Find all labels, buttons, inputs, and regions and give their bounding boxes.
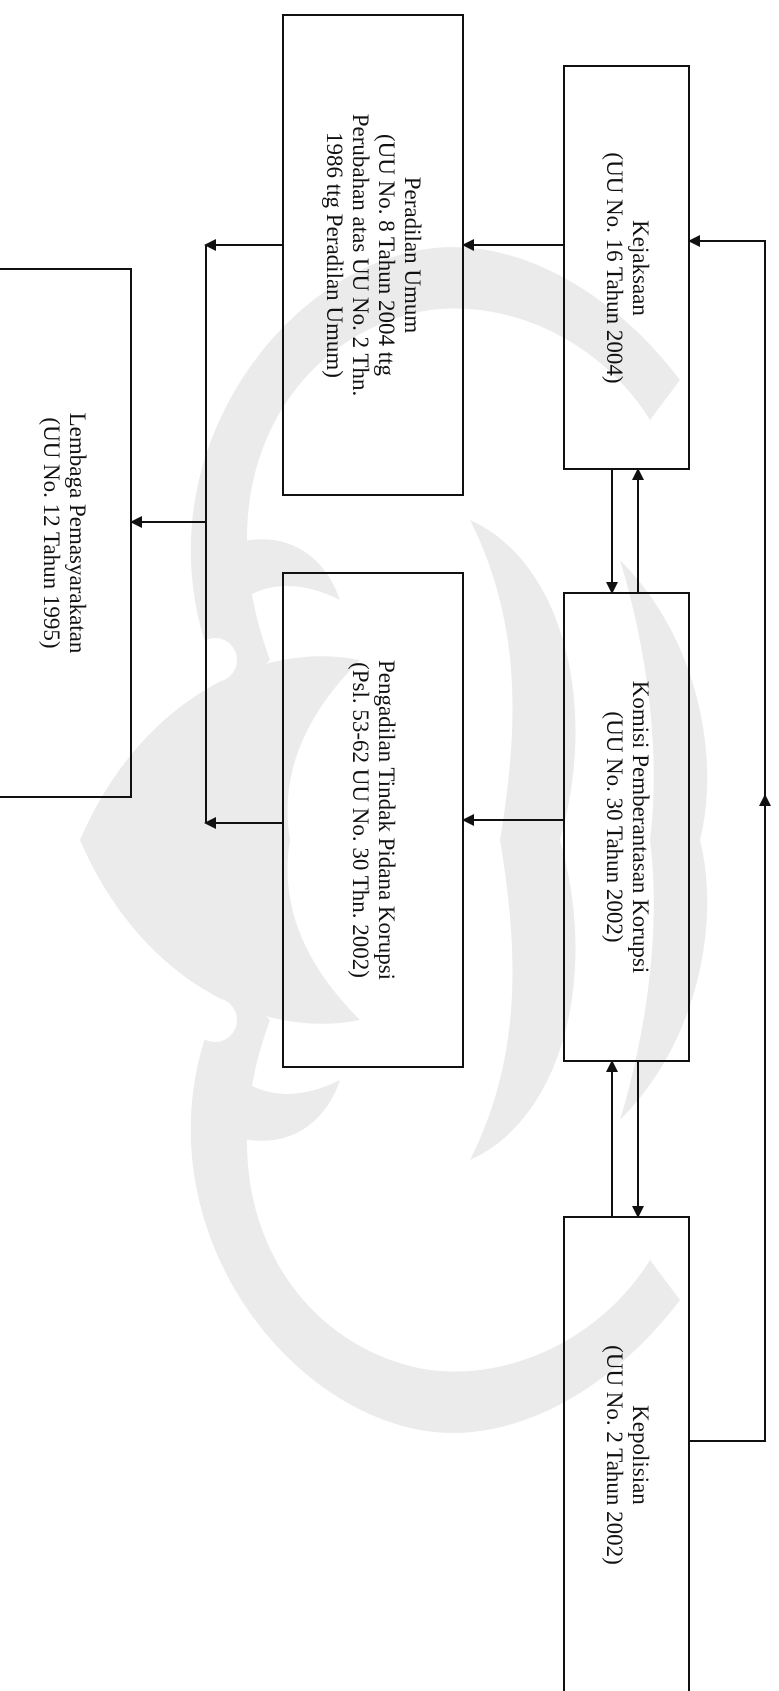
node-kejaksaan-title: Kejaksaan bbox=[627, 152, 653, 383]
node-peradilan-umum-title: Peradilan Umum bbox=[399, 114, 425, 397]
node-kepolisian: Kepolisian (UU No. 2 Tahun 2002) bbox=[563, 1216, 690, 1691]
node-lembaga-pemasyarakatan: Lembaga Pemasyarakatan (UU No. 12 Tahun … bbox=[0, 268, 132, 798]
node-kpk: Komisi Pemberantasan Korupsi (UU No. 30 … bbox=[563, 592, 690, 1062]
arrow-kepolisian-to-kejaksaan bbox=[690, 241, 765, 1441]
node-pengadilan-tipikor-title: Pengadilan Tindak Pidana Korupsi bbox=[373, 660, 399, 980]
node-peradilan-umum-law-1: (UU No. 8 Tahun 2004 ttg bbox=[373, 114, 399, 397]
node-pengadilan-tipikor-law: (Psl. 53-62 UU No. 30 Thn. 2002) bbox=[347, 660, 373, 980]
node-kpk-title: Komisi Pemberantasan Korupsi bbox=[627, 681, 653, 974]
node-kejaksaan-law: (UU No. 16 Tahun 2004) bbox=[601, 152, 627, 383]
node-kpk-law: (UU No. 30 Tahun 2002) bbox=[601, 681, 627, 974]
node-pengadilan-tipikor: Pengadilan Tindak Pidana Korupsi (Psl. 5… bbox=[282, 572, 464, 1068]
node-kepolisian-title: Kepolisian bbox=[627, 1345, 653, 1565]
node-peradilan-umum-law-3: 1986 ttg Peradilan Umum) bbox=[321, 114, 347, 397]
node-lembaga-pemasyarakatan-law: (UU No. 12 Tahun 1995) bbox=[38, 413, 64, 654]
node-peradilan-umum-law-2: Perubahan atas UU No. 2 Thn. bbox=[347, 114, 373, 397]
node-kepolisian-law: (UU No. 2 Tahun 2002) bbox=[601, 1345, 627, 1565]
node-peradilan-umum: Peradilan Umum (UU No. 8 Tahun 2004 ttg … bbox=[282, 14, 464, 496]
node-kejaksaan: Kejaksaan (UU No. 16 Tahun 2004) bbox=[563, 65, 690, 470]
node-lembaga-pemasyarakatan-title: Lembaga Pemasyarakatan bbox=[64, 413, 90, 654]
